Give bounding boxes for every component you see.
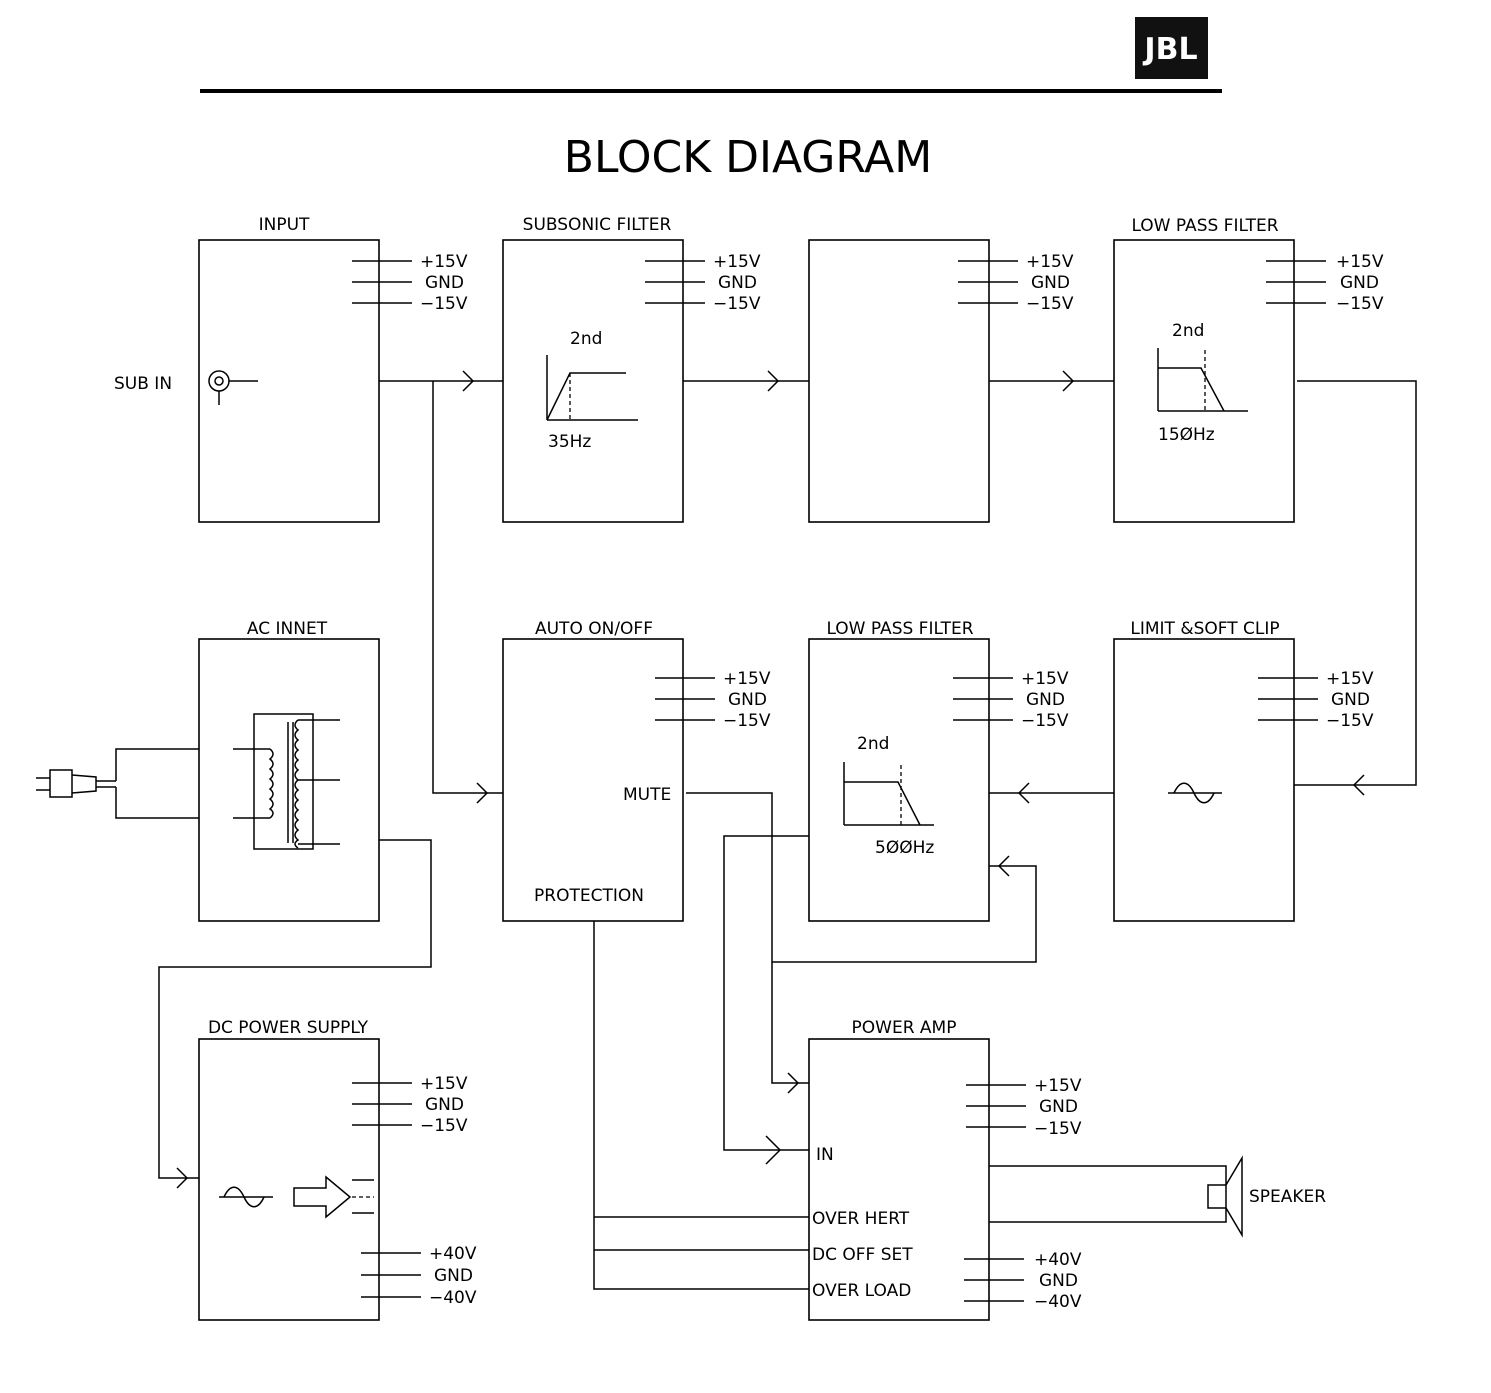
rail-label-gnd: GND (1340, 273, 1379, 293)
logo-text: JBL (1142, 32, 1197, 67)
mute-label: MUTE (623, 785, 671, 805)
rail-label-pos40: +40V (1034, 1250, 1082, 1270)
dc-offset-label: DC OFF SET (812, 1245, 913, 1265)
rail-label-pos15: +15V (420, 252, 468, 272)
ac-to-dc-icon (219, 1175, 374, 1219)
subsonic-order: 2nd (570, 329, 602, 349)
over-heat-label: OVER HERT (812, 1209, 910, 1229)
sub-in-label: SUB IN (114, 374, 172, 394)
rail-label-neg15: −15V (420, 1116, 468, 1136)
protection-label: PROTECTION (534, 886, 644, 906)
auto-on-off-block: AUTO ON/OFF +15V GND −15V MUTE PROTECTIO… (502, 619, 771, 922)
lowpass-response-icon (1157, 348, 1248, 412)
lpf-top-title: LOW PASS FILTER (1131, 216, 1278, 236)
rail-label-neg15: −15V (713, 294, 761, 314)
limit-title: LIMIT &SOFT CLIP (1130, 619, 1279, 639)
rail-label-gnd: GND (425, 1095, 464, 1115)
ac-inlet-block: AC INNET (198, 619, 380, 922)
rail-label-gnd: GND (1039, 1097, 1078, 1117)
rail-label-gnd: GND (425, 273, 464, 293)
rail-label-neg15: −15V (1336, 294, 1384, 314)
rail-label-gnd: GND (1039, 1271, 1078, 1291)
rca-jack-icon (208, 370, 258, 405)
input-block: INPUT +15V GND −15V SUB IN (114, 215, 468, 523)
rail-label-gnd: GND (728, 690, 767, 710)
subsonic-filter-block: SUBSONIC FILTER +15V GND −15V 2nd 35Hz (502, 215, 761, 523)
rail-label-pos15: +15V (1026, 252, 1074, 272)
rail-label-pos15: +15V (1326, 669, 1374, 689)
rail-label-neg40: −40V (1034, 1292, 1082, 1312)
power-amp-block: POWER AMP +15V GND −15V IN OVER HERT DC … (808, 1018, 1082, 1321)
input-rail-taps: +15V GND −15V (352, 252, 468, 314)
lpf-mid-order: 2nd (857, 734, 889, 754)
rail-label-pos15: +15V (1021, 669, 1069, 689)
row1-signal-wires (379, 370, 1417, 804)
rail-label-gnd: GND (718, 273, 757, 293)
amp-in-label: IN (816, 1145, 834, 1165)
low-pass-filter-150-block: LOW PASS FILTER +15V GND −15V 2nd 15ØHz (1113, 216, 1384, 523)
jbl-logo: JBL (1135, 17, 1208, 79)
over-load-label: OVER LOAD (812, 1281, 911, 1301)
subsonic-title: SUBSONIC FILTER (523, 215, 672, 235)
speaker-label: SPEAKER (1249, 1187, 1326, 1207)
auto-title: AUTO ON/OFF (535, 619, 653, 639)
rail-label-gnd: GND (434, 1266, 473, 1286)
row2-signal-wires (158, 782, 1114, 1290)
rail-label-gnd: GND (1331, 690, 1370, 710)
rail-label-gnd: GND (1026, 690, 1065, 710)
rail-label-neg15: −15V (1034, 1119, 1082, 1139)
rail-label-pos40: +40V (429, 1244, 477, 1264)
lpf-mid-title: LOW PASS FILTER (826, 619, 973, 639)
sine-wave-icon (1168, 782, 1222, 804)
speaker-icon (989, 1155, 1243, 1238)
input-title: INPUT (259, 215, 310, 235)
rail-label-neg15: −15V (1026, 294, 1074, 314)
highpass-response-icon (546, 355, 638, 421)
rail-label-pos15: +15V (1336, 252, 1384, 272)
rail-label-neg15: −15V (723, 711, 771, 731)
rail-label-gnd: GND (1031, 273, 1070, 293)
limit-soft-clip-block: LIMIT &SOFT CLIP +15V GND −15V (1113, 619, 1374, 922)
ac-title: AC INNET (247, 619, 328, 639)
page-title: BLOCK DIAGRAM (564, 132, 932, 183)
lowpass-response-icon (843, 762, 934, 826)
transformer-icon (233, 713, 340, 850)
subsonic-freq: 35Hz (548, 432, 591, 452)
lpf-top-order: 2nd (1172, 321, 1204, 341)
amp-title: POWER AMP (852, 1018, 957, 1038)
rail-label-pos15: +15V (723, 669, 771, 689)
low-pass-filter-500-block: LOW PASS FILTER +15V GND −15V 2nd 5ØØHz (808, 619, 1069, 922)
dc-power-supply-block: DC POWER SUPPLY +15V GND −15V +40V GND −… (198, 1018, 477, 1321)
rail-label-neg15: −15V (1326, 711, 1374, 731)
rail-label-pos15: +15V (420, 1074, 468, 1094)
rail-label-neg40: −40V (429, 1288, 477, 1308)
lpf-top-freq: 15ØHz (1158, 425, 1215, 445)
rail-label-neg15: −15V (420, 294, 468, 314)
ac-plug-icon (36, 748, 199, 819)
lpf-mid-freq: 5ØØHz (875, 838, 934, 858)
rail-label-neg15: −15V (1021, 711, 1069, 731)
dc-title: DC POWER SUPPLY (208, 1018, 369, 1038)
rail-label-pos15: +15V (1034, 1076, 1082, 1096)
rail-label-pos15: +15V (713, 252, 761, 272)
